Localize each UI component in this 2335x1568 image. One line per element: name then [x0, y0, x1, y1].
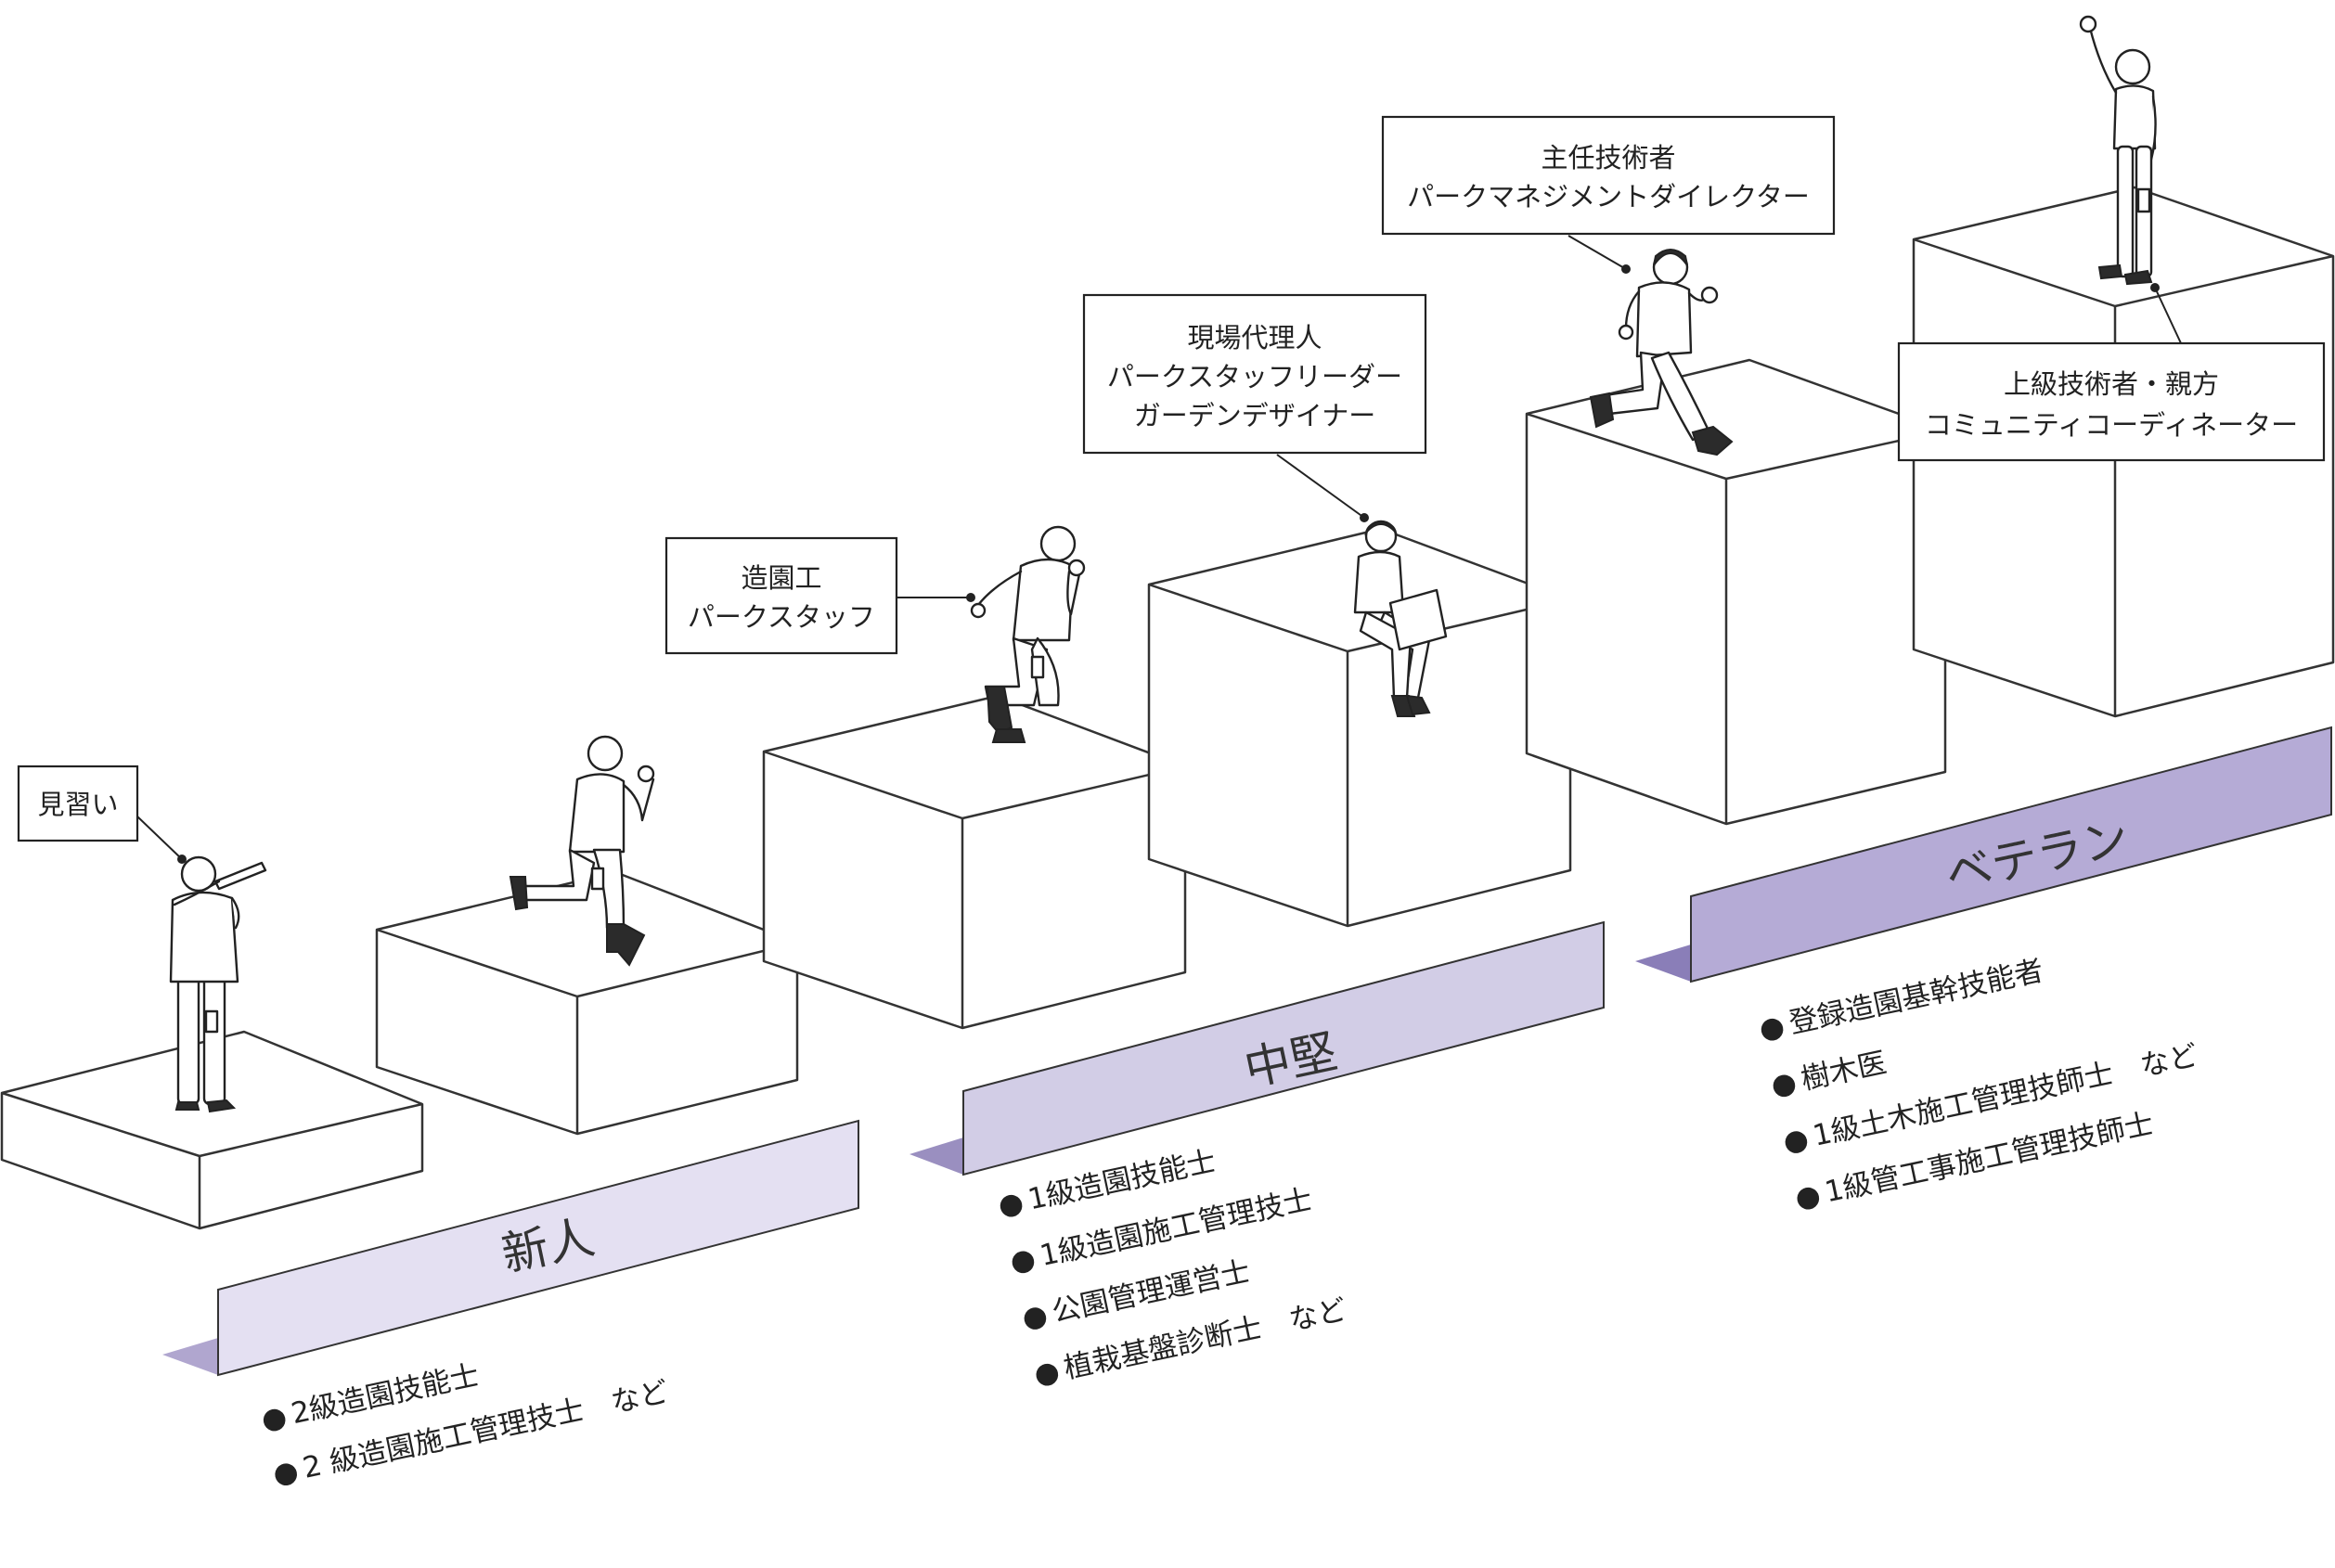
band-chuken-face	[962, 920, 1605, 1176]
band-veteran-fold	[1635, 945, 1691, 982]
role-label-genba: 現場代理人 パークスタッフリーダー ガーデンデザイナー	[1082, 293, 1427, 522]
role-label-minarai: 見習い	[17, 765, 187, 864]
cert-veteran-2: ●樹木医	[1768, 1046, 1890, 1102]
band-shinjin-fold	[162, 1338, 218, 1375]
step-box-2	[375, 870, 799, 1136]
worker-running-figure-1	[509, 735, 655, 967]
worker-running-figure-3	[1589, 249, 1734, 456]
role-genba-line-1: 現場代理人	[1187, 322, 1322, 353]
band-veteran-face	[1690, 726, 2332, 983]
role-zoenkou-line-1: 造園工	[741, 562, 821, 594]
step-box-1	[0, 1030, 424, 1230]
step-box-5	[1525, 358, 1947, 826]
cert-list-veteran: ●登録造園基幹技能者 ●樹木医 ●1級土木施工管理技師士 など ●1級管工事施工…	[1756, 954, 2200, 1215]
band-veteran: ベテラン	[1635, 726, 2332, 983]
role-label-jokyu: 上級技術者・親方 コミュニティコーディネーター	[1897, 283, 2326, 462]
role-label-shunin: 主任技術者 パークマネジメントダイレクター	[1381, 115, 1836, 274]
role-minarai-line-1: 見習い	[37, 789, 118, 820]
cert-list-chuken: ●1級造園技能士 ●1級造園施工管理技士 ●公園管理運営士 ●植栽基盤診断士 な…	[995, 1144, 1349, 1392]
role-jokyu-line-1: 上級技術者・親方	[2004, 368, 2219, 400]
step-box-3	[762, 694, 1187, 1030]
role-shunin-line-1: 主任技術者	[1541, 142, 1675, 174]
worker-trainee-figure	[169, 855, 267, 1113]
worker-veteran-figure	[2079, 15, 2157, 286]
role-jokyu-line-2: コミュニティコーディネーター	[1925, 409, 2298, 441]
worker-running-figure-2	[970, 525, 1086, 743]
band-chuken-fold	[909, 1137, 963, 1175]
role-genba-line-3: ガーデンデザイナー	[1134, 400, 1375, 431]
role-genba-line-2: パークスタッフリーダー	[1107, 361, 1402, 392]
cert-veteran-1: ●登録造園基幹技能者	[1756, 954, 2046, 1047]
band-shinjin-face	[217, 1119, 859, 1377]
worker-laptop-figure	[1353, 520, 1448, 717]
band-shinjin: 新人	[162, 1119, 859, 1377]
role-zoenkou-line-2: パークスタッフ	[688, 601, 875, 633]
role-label-zoenkou: 造園工 パークスタッフ	[664, 536, 975, 655]
role-shunin-line-2: パークマネジメントダイレクター	[1407, 181, 1810, 212]
